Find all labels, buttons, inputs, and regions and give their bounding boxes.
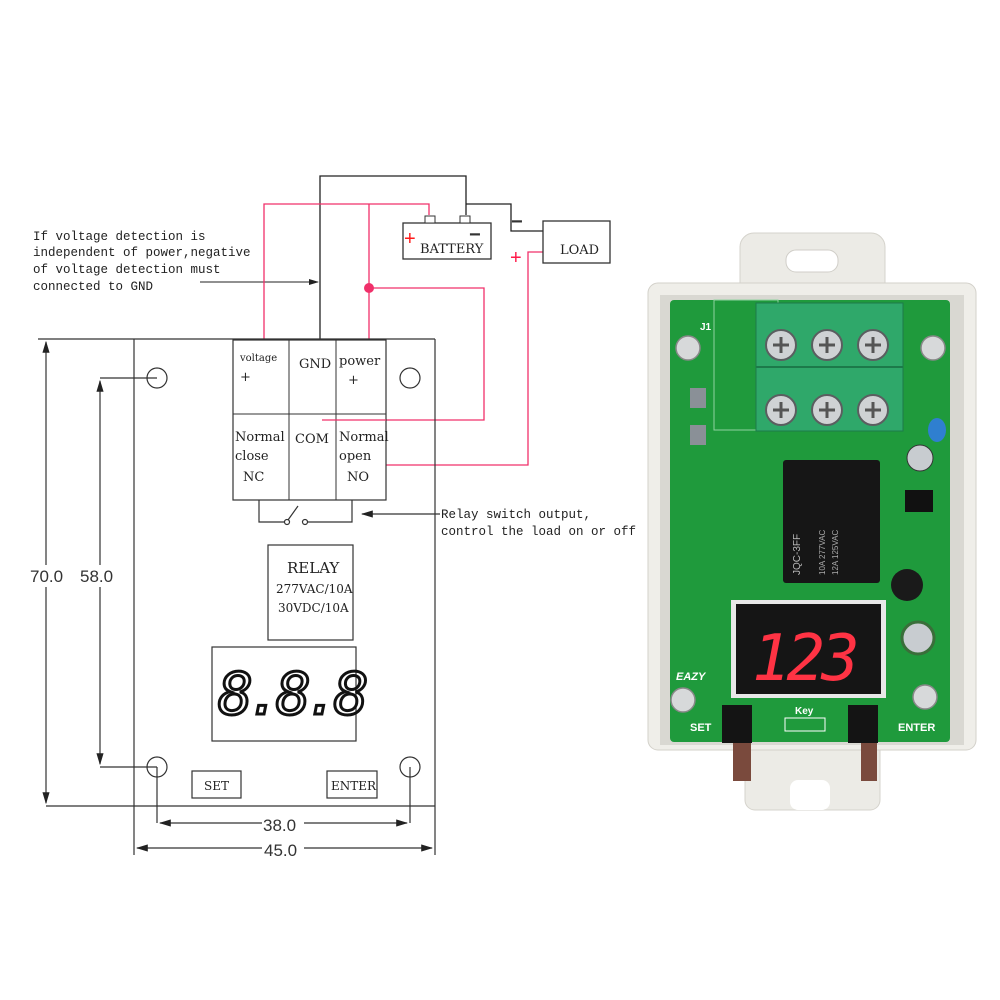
terminal-voltage-plus: +: [240, 370, 251, 385]
relay-note: Relay switch output,: [441, 508, 591, 522]
note-line: of voltage detection must: [33, 263, 221, 277]
wire-no: [378, 251, 543, 466]
led-display: [736, 604, 881, 694]
wire-com: [322, 287, 485, 421]
terminal-com-label: COM: [295, 432, 329, 447]
pcb-set-label: SET: [690, 722, 712, 734]
terminal-block: voltage + GND power + Normal close NC CO…: [232, 339, 389, 501]
relay-title: RELAY: [287, 559, 340, 577]
note-line: independent of power,negative: [33, 246, 251, 260]
terminal-no-label: Normal: [339, 430, 389, 445]
relay-spec-box: RELAY 277VAC/10A 30VDC/10A: [267, 544, 354, 641]
battery-plus: +: [404, 228, 416, 250]
relay-spec-text: 12A 125VAC: [831, 530, 840, 575]
terminal-no-label: open: [339, 449, 372, 464]
battery-minus: −: [469, 224, 481, 246]
battery: + − BATTERY: [402, 215, 492, 260]
display-box: 8.8.8: [211, 646, 373, 742]
gnd-note: If voltage detection is independent of p…: [33, 230, 319, 294]
pcb-j1-label: J1: [700, 322, 712, 333]
wire-gnd: [319, 175, 467, 340]
load-plus: +: [510, 247, 522, 269]
dim-45: 45.0: [264, 841, 297, 860]
switch-symbol: [258, 500, 353, 526]
wire-load-negative: [466, 203, 543, 232]
load-minus: −: [511, 211, 523, 233]
pcb-brand-label: EAZY: [676, 671, 707, 683]
relay-component: [783, 460, 880, 583]
terminal-gnd-label: GND: [299, 357, 331, 372]
wire-voltage-positive: [263, 203, 430, 340]
note-line: connected to GND: [33, 280, 153, 294]
terminal-power-plus: +: [348, 373, 359, 388]
relay-spec-text: 10A 277VAC: [818, 530, 827, 575]
relay-model-text: JQC-3FF: [792, 534, 803, 575]
junction-dot: [364, 283, 374, 293]
relay-rating: 277VAC/10A: [276, 582, 353, 596]
terminal-no-label: NO: [347, 470, 369, 485]
wires: [263, 175, 543, 466]
terminal-nc-label: NC: [243, 470, 264, 485]
load-label: LOAD: [560, 243, 599, 258]
led-digits: 123: [752, 622, 856, 696]
display-digits: 8.8.8: [218, 660, 366, 728]
product-photo: JQC-3FF 10A 277VAC 12A 125VAC 123 J1 EAZ…: [647, 232, 977, 811]
dim-38: 38.0: [263, 816, 296, 835]
set-button-outline: SET: [191, 770, 242, 799]
terminal-nc-label: close: [235, 449, 269, 464]
set-label: SET: [204, 779, 229, 793]
enter-label: ENTER: [331, 779, 377, 793]
note-line: If voltage detection is: [33, 230, 206, 244]
pcb-key-label: Key: [795, 706, 814, 717]
dim-70: 70.0: [30, 567, 63, 586]
dimension-labels: 70.0 58.0 38.0 45.0: [28, 565, 304, 860]
load: LOAD − +: [510, 211, 611, 269]
terminal-nc-label: Normal: [235, 430, 285, 445]
relay-rating: 30VDC/10A: [278, 601, 349, 615]
relay-note: control the load on or off: [441, 525, 636, 539]
battery-label: BATTERY: [420, 242, 484, 257]
enter-button-outline: ENTER: [326, 770, 378, 799]
terminal-power-label: power: [339, 354, 381, 369]
photo-enter-button: [848, 705, 878, 743]
dim-58: 58.0: [80, 567, 113, 586]
pcb-enter-label: ENTER: [898, 722, 935, 734]
photo-set-button: [722, 705, 752, 743]
terminal-voltage-label: voltage: [239, 353, 277, 364]
